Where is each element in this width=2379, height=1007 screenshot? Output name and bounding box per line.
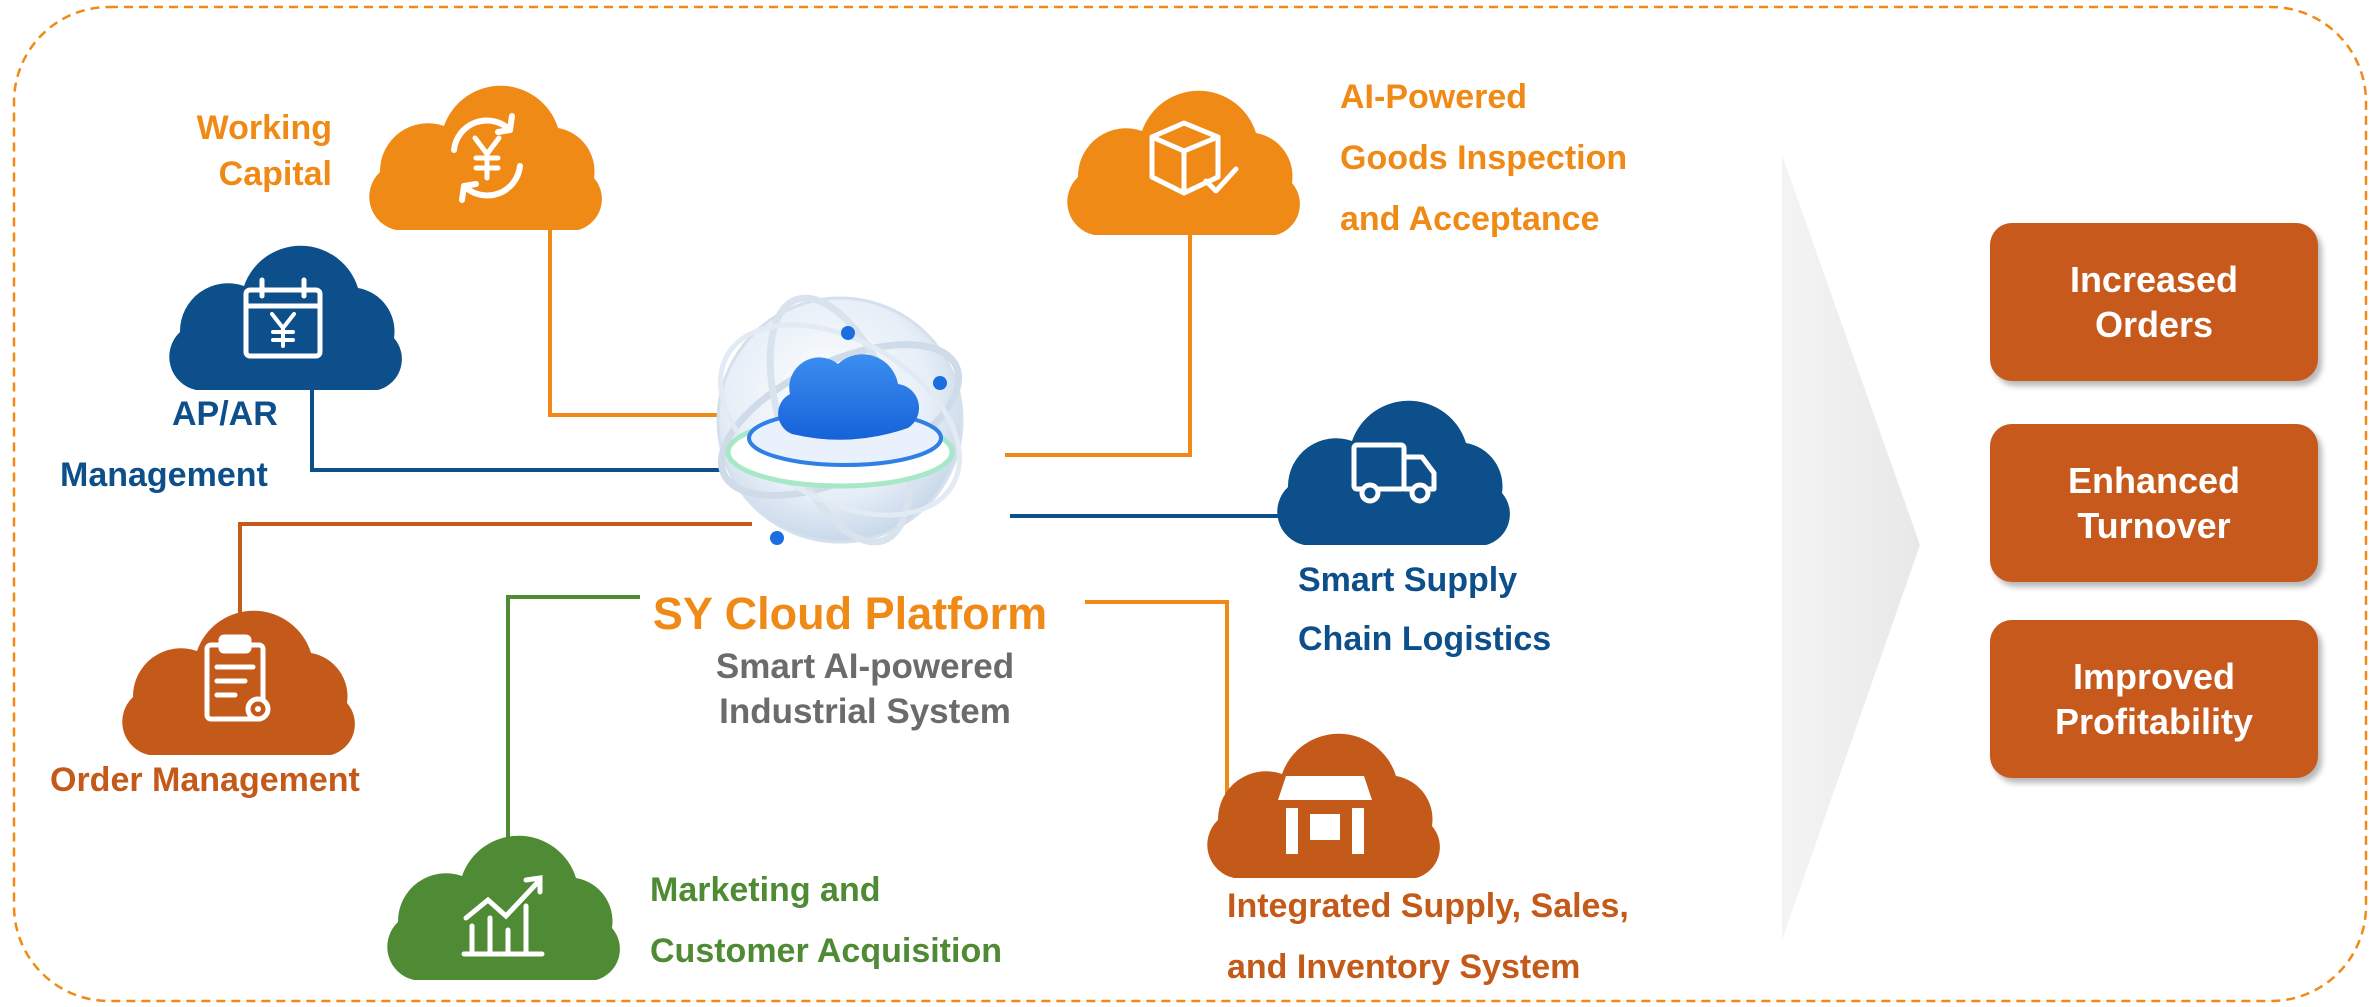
connector-ap-ar bbox=[310, 378, 724, 472]
result-enhanced-turnover-line1: Enhanced bbox=[2067, 460, 2241, 501]
working-capital-line2: Capital bbox=[218, 155, 332, 193]
cloud-globe bbox=[716, 294, 964, 546]
result-arrow bbox=[1782, 155, 1920, 940]
calendar-yuan-icon bbox=[243, 277, 323, 359]
ap-ar-label-line1: AP/AR bbox=[172, 395, 278, 433]
ap-ar-cloud bbox=[169, 245, 402, 390]
logistics-label-line1: Smart Supply bbox=[1298, 561, 1518, 599]
marketing-label-line1: Marketing and bbox=[650, 871, 881, 909]
result-increased-orders-line1: Increased bbox=[2069, 259, 2239, 300]
goods-inspection-label-line3: and Acceptance bbox=[1340, 200, 1600, 238]
goods-inspection-cloud bbox=[1067, 90, 1300, 235]
working-capital-label: Working Capital bbox=[140, 98, 332, 204]
order-management-label: Order Management bbox=[50, 761, 360, 799]
dashed-border bbox=[12, 5, 2368, 1003]
marketing-label-line2: Customer Acquisition bbox=[650, 932, 1002, 970]
marketing-cloud bbox=[387, 835, 620, 980]
result-enhanced-turnover: Enhanced Turnover bbox=[1990, 424, 2318, 582]
logistics-cloud bbox=[1277, 400, 1510, 545]
connector-lines bbox=[238, 217, 1290, 838]
inventory-cloud bbox=[1207, 733, 1440, 878]
inventory-label-line1: Integrated Supply, Sales, bbox=[1227, 887, 1629, 925]
working-capital-line1: Working bbox=[196, 109, 332, 147]
connector-marketing bbox=[506, 595, 640, 838]
store-icon bbox=[1278, 776, 1372, 854]
box-check-icon bbox=[1149, 120, 1239, 196]
ap-ar-label-line2: Management bbox=[60, 456, 268, 494]
result-increased-orders: Increased Orders bbox=[1990, 223, 2318, 381]
inventory-label-line2: and Inventory System bbox=[1227, 948, 1581, 986]
clipboard-gear-icon bbox=[204, 634, 271, 722]
connector-inventory bbox=[1085, 600, 1229, 795]
connector-order-management bbox=[238, 522, 752, 616]
result-improved-profitability-line2: Profitability bbox=[2054, 701, 2254, 742]
result-enhanced-turnover-line2: Turnover bbox=[2077, 505, 2231, 546]
order-management-cloud bbox=[122, 610, 355, 755]
truck-icon bbox=[1351, 442, 1437, 504]
working-capital-cloud bbox=[369, 85, 602, 230]
platform-title: SY Cloud Platform bbox=[652, 588, 1048, 639]
platform-subtitle-line1: Smart AI-powered bbox=[715, 647, 1015, 686]
goods-inspection-label-line1: AI-Powered bbox=[1340, 78, 1528, 116]
logistics-label-line2: Chain Logistics bbox=[1298, 620, 1552, 658]
result-improved-profitability: Improved Profitability bbox=[1990, 620, 2318, 778]
connector-goods-inspection bbox=[1005, 220, 1192, 457]
growth-chart-icon bbox=[461, 875, 545, 957]
goods-inspection-label-line2: Goods Inspection bbox=[1340, 139, 1628, 177]
platform-subtitle-line2: Industrial System bbox=[719, 692, 1011, 731]
connector-working-capital bbox=[548, 217, 725, 417]
result-improved-profitability-line1: Improved bbox=[2072, 656, 2236, 697]
yuan-cycle-icon bbox=[451, 113, 523, 203]
result-increased-orders-line2: Orders bbox=[2094, 304, 2214, 345]
